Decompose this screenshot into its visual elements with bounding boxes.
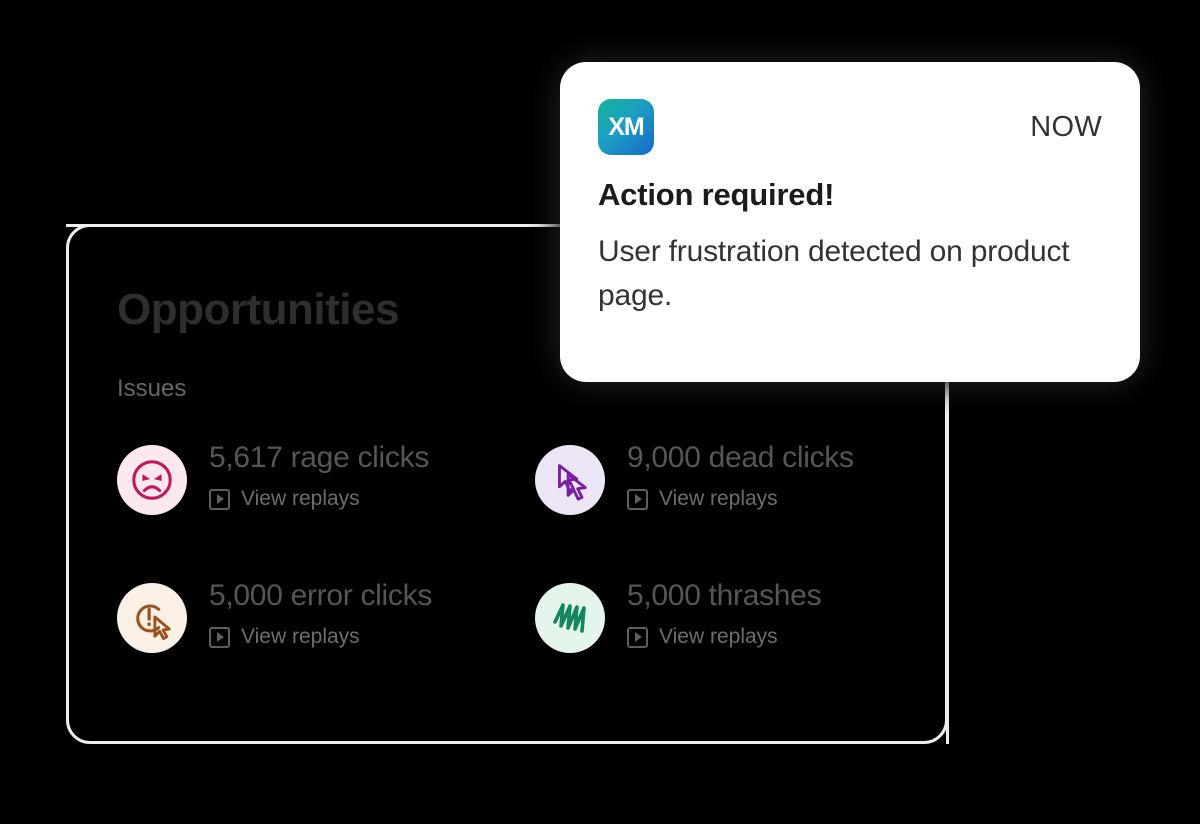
view-replays-link-dead-clicks[interactable]: View replays (627, 487, 854, 511)
issue-item-dead-clicks: 9,000 dead clicks View replays (535, 439, 907, 577)
issue-body: 5,000 error clicks View replays (209, 577, 432, 649)
error-cursor-icon (117, 583, 187, 653)
issue-body: 9,000 dead clicks View replays (627, 439, 854, 511)
page-title: Opportunities (117, 285, 399, 334)
notification-title: Action required! (598, 177, 835, 212)
view-replays-label: View replays (241, 625, 360, 648)
issue-count-label: 5,617 rage clicks (209, 441, 430, 474)
play-icon (627, 626, 648, 648)
notification-card[interactable]: XM NOW Action required! User frustration… (560, 62, 1140, 382)
xm-app-icon-label: XM (608, 112, 644, 141)
play-icon (209, 626, 230, 648)
view-replays-link-thrashes[interactable]: View replays (627, 625, 821, 649)
issue-body: 5,000 thrashes View replays (627, 577, 822, 649)
connector-line-horizontal (66, 224, 586, 227)
view-replays-label: View replays (659, 487, 778, 510)
issue-count-label: 5,000 error clicks (209, 579, 433, 612)
thrash-scribble-icon (535, 583, 605, 653)
issue-body: 5,617 rage clicks View replays (209, 439, 429, 511)
view-replays-link-rage-clicks[interactable]: View replays (209, 487, 429, 511)
play-icon (627, 488, 648, 510)
play-icon (209, 488, 230, 510)
view-replays-label: View replays (241, 487, 360, 510)
issue-item-error-clicks: 5,000 error clicks View replays (117, 577, 535, 715)
issue-count-label: 9,000 dead clicks (627, 441, 854, 474)
xm-app-icon: XM (598, 99, 654, 155)
issue-count-label: 5,000 thrashes (627, 579, 822, 612)
connector-line-vertical (946, 352, 949, 744)
issue-item-rage-clicks: 5,617 rage clicks View replays (117, 439, 535, 577)
issue-item-thrashes: 5,000 thrashes View replays (535, 577, 907, 715)
notification-timestamp: NOW (1030, 110, 1102, 143)
notification-header: XM NOW (598, 99, 1102, 155)
notification-body: User frustration detected on product pag… (598, 235, 1070, 312)
dead-cursor-icon (535, 445, 605, 515)
notification-toast[interactable]: XM NOW Action required! User frustration… (536, 38, 1164, 406)
issues-grid: 5,617 rage clicks View replays 9,000 (117, 439, 907, 715)
view-replays-label: View replays (659, 625, 778, 648)
view-replays-link-error-clicks[interactable]: View replays (209, 625, 432, 649)
rage-face-icon (117, 445, 187, 515)
section-label-issues: Issues (117, 375, 187, 402)
